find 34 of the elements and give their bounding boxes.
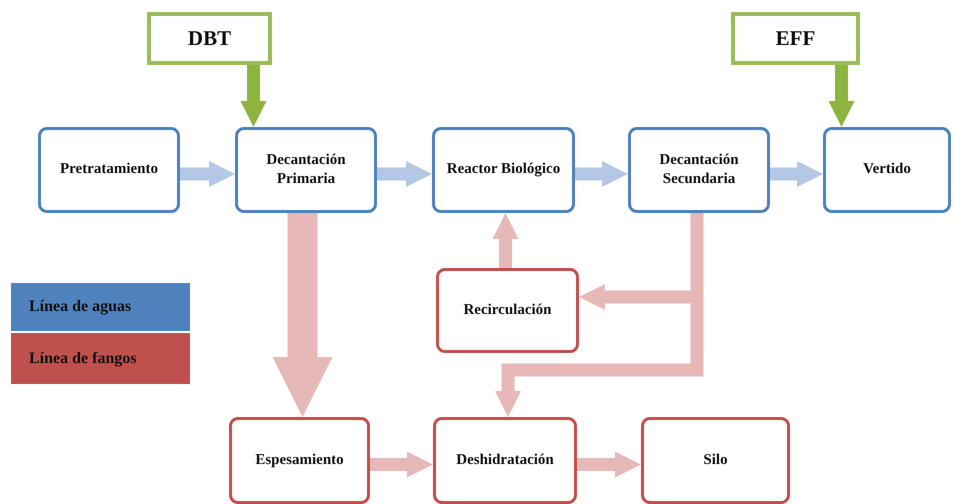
input-box xyxy=(147,12,272,65)
node-label: Espesamiento xyxy=(255,450,344,470)
legend-label: Línea de aguas xyxy=(29,298,132,316)
process-box xyxy=(229,417,370,504)
node-label: Decantación Primaria xyxy=(265,150,347,189)
process-box xyxy=(432,127,575,213)
input-box xyxy=(731,12,860,65)
node-label: Silo xyxy=(703,450,728,470)
process-box xyxy=(38,127,180,213)
process-box xyxy=(235,127,377,213)
block-arrow xyxy=(180,161,235,187)
node-label: Pretratamiento xyxy=(60,160,158,180)
block-arrow xyxy=(828,65,854,127)
process-box xyxy=(436,268,579,353)
node-label: Recirculación xyxy=(463,300,552,320)
process-box xyxy=(823,127,951,213)
block-arrow xyxy=(377,161,432,187)
block-arrow xyxy=(272,213,332,417)
node-label: Vertido xyxy=(863,160,911,180)
node-label: EFF xyxy=(776,24,816,52)
node-label: Decantación Secundaria xyxy=(658,150,740,189)
block-arrow xyxy=(240,65,266,127)
legend-label: Línea de fangos xyxy=(29,350,137,368)
process-box xyxy=(628,127,770,213)
node-label: Reactor Biológico xyxy=(446,160,560,180)
node-label: Deshidratación xyxy=(456,450,554,470)
process-box xyxy=(433,417,577,504)
block-arrow xyxy=(577,452,641,478)
block-arrow xyxy=(575,161,628,187)
block-arrow xyxy=(370,452,433,478)
block-arrow xyxy=(492,213,518,268)
node-label: DBT xyxy=(188,24,232,52)
block-arrow xyxy=(770,161,823,187)
process-box xyxy=(641,417,790,504)
